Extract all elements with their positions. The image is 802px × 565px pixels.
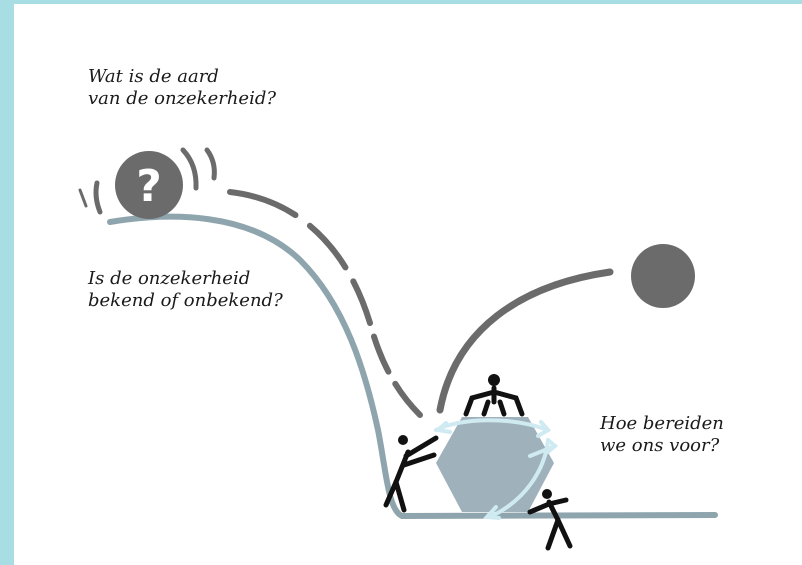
question-line: van de onzekerheid? [88, 88, 277, 109]
sitting-figure [527, 489, 573, 551]
question-line: we ons voor? [600, 435, 720, 456]
question-line: Wat is de aard [88, 66, 219, 87]
pushing-figure [383, 435, 439, 513]
left-frame-band [0, 0, 14, 565]
question-line: Hoe bereiden [600, 413, 724, 434]
question-nature-of-uncertainty: Wat is de aard van de onzekerheid? [88, 66, 276, 110]
question-line: Is de onzekerheid [88, 268, 251, 289]
motion-mark [180, 147, 199, 191]
outer-ball [631, 244, 695, 308]
question-mark-icon: ? [136, 161, 162, 212]
motion-mark [93, 180, 103, 215]
question-known-or-unknown: Is de onzekerheid bekend of onbekend? [88, 268, 283, 312]
question-line: bekend of onbekend? [88, 290, 283, 311]
question-ball [115, 151, 183, 219]
question-how-to-prepare: Hoe bereiden we ons voor? [600, 413, 724, 457]
rotation-arrows [433, 418, 559, 520]
hexagon-obstacle [436, 417, 554, 512]
motion-mark [204, 147, 217, 181]
terrain-line [107, 213, 718, 520]
bounce-arc [436, 268, 614, 414]
top-figure [463, 374, 525, 417]
top-frame-band [0, 0, 802, 4]
falling-trajectory [227, 189, 423, 418]
motion-mark [78, 188, 88, 208]
